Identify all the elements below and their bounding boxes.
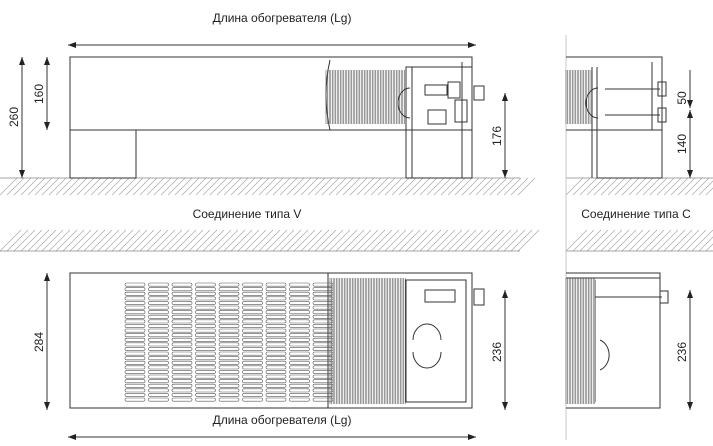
- floor-hatching: [0, 177, 713, 252]
- side-view-c: [565, 56, 667, 179]
- length-label-top: Длина обогревателя (Lg): [213, 11, 352, 25]
- top-view-v: [69, 272, 485, 409]
- dim-236-c: 236: [675, 342, 689, 362]
- dim-236-v: 236: [490, 342, 504, 362]
- dim-160: 160: [32, 84, 46, 104]
- dim-50: 50: [675, 91, 689, 105]
- label-connection-v: Соединение типа V: [193, 207, 302, 221]
- side-view-v: [69, 56, 485, 179]
- length-label-bottom: Длина обогревателя (Lg): [213, 413, 352, 427]
- dim-284: 284: [32, 332, 46, 352]
- top-view-c: [565, 272, 669, 409]
- dim-140: 140: [675, 134, 689, 154]
- label-connection-c: Соединение типа C: [581, 207, 691, 221]
- dim-176: 176: [490, 126, 504, 146]
- dim-260: 260: [7, 107, 21, 127]
